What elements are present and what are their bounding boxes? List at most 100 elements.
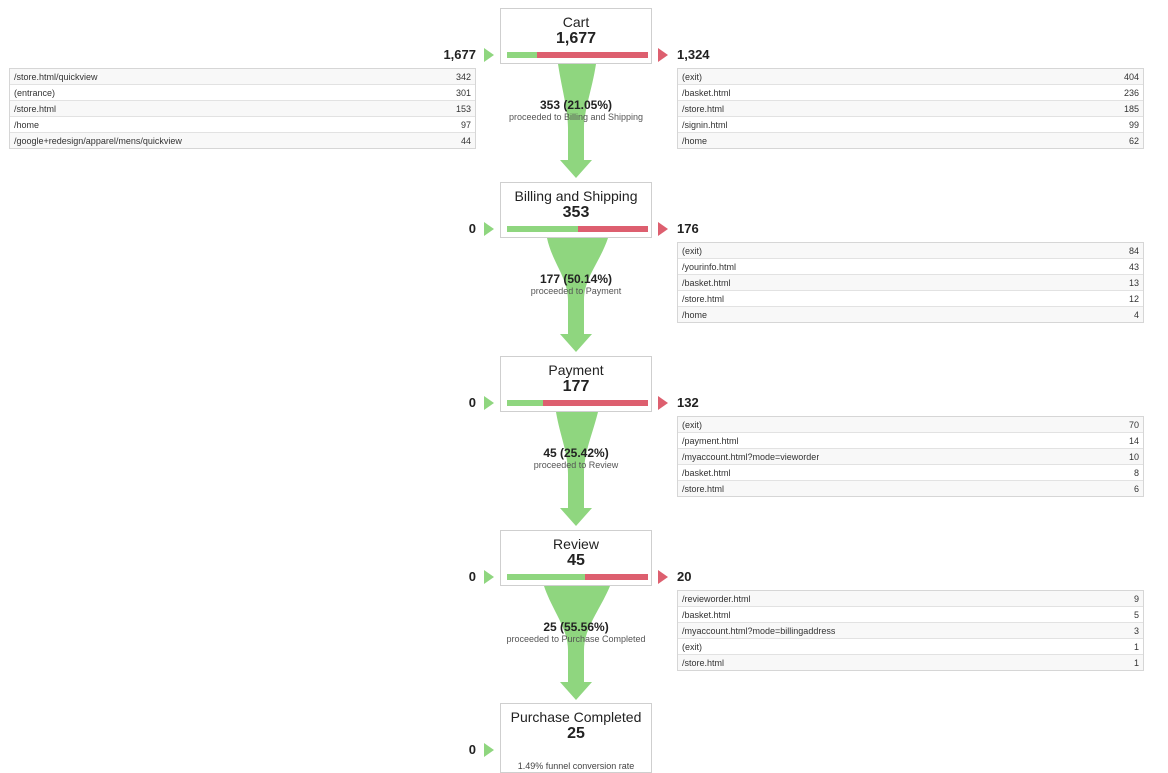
- step-name: Review: [553, 536, 599, 552]
- destination-path: /store.html: [682, 293, 725, 304]
- proceed-bar: [507, 400, 543, 406]
- table-row[interactable]: (exit)404: [678, 69, 1143, 85]
- destination-count: 84: [1128, 245, 1139, 256]
- destination-path: /signin.html: [682, 119, 728, 130]
- destination-path: /store.html: [682, 483, 725, 494]
- exit-bar: [542, 400, 648, 406]
- proceed-exit-bar: [507, 400, 648, 406]
- proceed-summary: 45 (25.42%) proceeded to Review: [476, 446, 676, 471]
- proceed-count: 353 (21.05%): [539, 98, 613, 112]
- destination-path: /home: [682, 309, 708, 320]
- destination-count: 9: [1133, 593, 1139, 604]
- exit-bar: [585, 574, 648, 580]
- destination-count: 1: [1133, 641, 1139, 652]
- entries-count: 0: [468, 221, 476, 236]
- destination-count: 1: [1133, 657, 1139, 668]
- entries-count: 0: [468, 395, 476, 410]
- proceed-bar: [507, 574, 586, 580]
- destination-path: /yourinfo.html: [682, 261, 737, 272]
- proceed-count: 45 (25.42%): [543, 446, 609, 460]
- source-path: /home: [14, 119, 40, 130]
- source-count: 97: [460, 119, 471, 130]
- table-row[interactable]: (exit)70: [678, 417, 1143, 433]
- destination-path: (exit): [682, 71, 702, 82]
- exits-count: 176: [677, 221, 699, 236]
- exit-arrow-icon: [658, 222, 668, 236]
- proceed-summary: 353 (21.05%) proceeded to Billing and Sh…: [476, 98, 676, 123]
- entry-arrow-icon: [484, 743, 494, 757]
- step-count: 25: [567, 725, 585, 742]
- funnel-flow-4: [544, 586, 610, 700]
- exits-count: 1,324: [677, 47, 710, 62]
- table-row[interactable]: /revieworder.html 9: [678, 591, 1143, 607]
- table-row[interactable]: /yourinfo.html 43: [678, 259, 1143, 275]
- destination-path: /myaccount.html?mode=billingaddress: [682, 625, 836, 636]
- destination-count: 70: [1128, 419, 1139, 430]
- destination-path: /basket.html: [682, 277, 731, 288]
- table-row[interactable]: /store.html 6: [678, 481, 1143, 496]
- source-path: (entrance): [14, 87, 56, 98]
- table-row[interactable]: (exit)1: [678, 639, 1143, 655]
- proceed-count: 177 (50.14%): [539, 272, 613, 286]
- step-box-billing-and-shipping[interactable]: Billing and Shipping 353: [500, 182, 652, 238]
- destination-count: 12: [1128, 293, 1139, 304]
- step-name: Purchase Completed: [510, 709, 642, 725]
- table-row[interactable]: /store.html 153: [10, 101, 475, 117]
- destination-count: 99: [1128, 119, 1139, 130]
- entry-arrow-icon: [484, 570, 494, 584]
- table-row[interactable]: /home 97: [10, 117, 475, 133]
- table-row[interactable]: /store.html 12: [678, 291, 1143, 307]
- exits-count: 132: [677, 395, 699, 410]
- table-row[interactable]: (exit)84: [678, 243, 1143, 259]
- step-box-review[interactable]: Review 45: [500, 530, 652, 586]
- table-row[interactable]: /signin.html 99: [678, 117, 1143, 133]
- step-count: 45: [567, 552, 585, 569]
- step-box-purchase-completed[interactable]: Purchase Completed 25 1.49% funnel conve…: [500, 703, 652, 773]
- exit-bar: [577, 226, 648, 232]
- proceed-label: proceeded to Purchase Completed: [506, 634, 646, 644]
- destination-path: /home: [682, 135, 708, 146]
- entry-arrow-icon: [484, 396, 494, 410]
- destination-count: 6: [1133, 483, 1139, 494]
- proceed-label: proceeded to Payment: [530, 286, 622, 296]
- step-box-cart[interactable]: Cart 1,677: [500, 8, 652, 64]
- exit-arrow-icon: [658, 48, 668, 62]
- proceed-bar: [507, 52, 537, 58]
- exits-count: 20: [677, 569, 692, 584]
- source-count: 342: [455, 71, 471, 82]
- entries-count: 1,677: [443, 47, 476, 62]
- destination-count: 8: [1133, 467, 1139, 478]
- source-path: /store.html: [14, 103, 57, 114]
- proceed-exit-bar: [507, 574, 648, 580]
- destination-count: 4: [1133, 309, 1139, 320]
- source-count: 153: [455, 103, 471, 114]
- funnel-flow-1: [558, 64, 596, 178]
- destination-path: /revieworder.html: [682, 593, 751, 604]
- proceed-exit-bar: [507, 52, 648, 58]
- exit-arrow-icon: [658, 396, 668, 410]
- destination-count: 43: [1128, 261, 1139, 272]
- step-name: Cart: [562, 14, 590, 30]
- table-row[interactable]: /home 4: [678, 307, 1143, 322]
- table-row[interactable]: (entrance)301: [10, 85, 475, 101]
- proceed-summary: 177 (50.14%) proceeded to Payment: [476, 272, 676, 297]
- step-box-payment[interactable]: Payment 177: [500, 356, 652, 412]
- destination-path: /basket.html: [682, 87, 731, 98]
